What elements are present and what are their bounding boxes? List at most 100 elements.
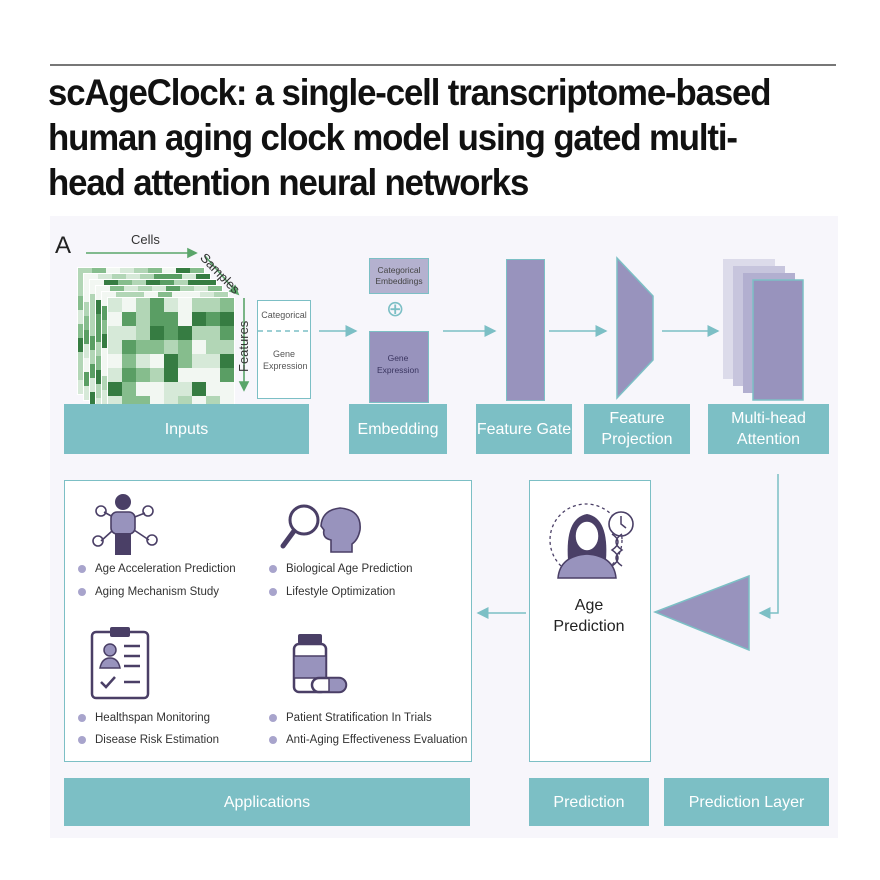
heatmap-cell: [220, 368, 234, 382]
bottom-bar-prediction: Prediction: [529, 778, 649, 826]
age-prediction-label: Age Prediction: [553, 597, 625, 635]
gene-expression-label: Gene Expression: [263, 349, 308, 371]
bottom-bar-applications: Applications: [64, 778, 470, 826]
heatmap-cell: [192, 312, 206, 326]
heatmap-cell: [192, 368, 206, 382]
categorical-embeddings-block: [369, 258, 429, 294]
list-item: Anti-Aging Effectiveness Evaluation: [269, 734, 467, 746]
heatmap-cell: [136, 368, 150, 382]
heatmap-cell: [108, 354, 122, 368]
bottom-bar-prediction-layer: Prediction Layer: [664, 778, 829, 826]
heatmap-cell: [150, 312, 164, 326]
samples-axis-arrow: [204, 255, 240, 296]
heatmap-cell: [220, 298, 234, 312]
heatmap-cell: [108, 340, 122, 354]
feature-gate-block: [506, 259, 545, 401]
heatmap-cell: [220, 354, 234, 368]
heatmap-cell: [108, 312, 122, 326]
heatmap-cell: [150, 382, 164, 396]
stage-bar-feature-projection: Feature Projection: [584, 404, 690, 454]
list-item: Age Acceleration Prediction: [78, 563, 236, 575]
heatmap-cell: [150, 368, 164, 382]
heatmap-cell: [108, 368, 122, 382]
stage-bar-inputs: Inputs: [64, 404, 309, 454]
heatmap-cell: [220, 382, 234, 396]
heatmap-cell: [136, 354, 150, 368]
heatmap-cell: [192, 298, 206, 312]
list-item: Aging Mechanism Study: [78, 586, 219, 598]
heatmap-cell: [150, 354, 164, 368]
heatmap-cell: [178, 326, 192, 340]
paper-title: scAgeClock: a single-cell transcriptome-…: [48, 72, 772, 203]
heatmap-cell: [206, 312, 220, 326]
features-axis-arrow: [238, 298, 250, 392]
list-item: Biological Age Prediction: [269, 563, 413, 575]
heatmap-cell: [192, 382, 206, 396]
heatmap-cell: [178, 340, 192, 354]
heatmap-cell: [108, 326, 122, 340]
heatmap-cell: [206, 298, 220, 312]
stage-bar-feature-gate: Feature Gate: [476, 404, 572, 454]
heatmap-cell: [178, 354, 192, 368]
cells-axis-arrow: [86, 247, 198, 259]
categorical-embeddings-label: Categorical Embeddings: [375, 265, 423, 286]
stage-bar-multi-head-attention: Multi-head Attention: [708, 404, 829, 454]
heatmap-cell: [122, 382, 136, 396]
heatmap-cell: [150, 340, 164, 354]
heatmap-cell: [122, 298, 136, 312]
heatmap-cell: [164, 298, 178, 312]
heatmap-cell: [108, 298, 122, 312]
heatmap-cell: [192, 326, 206, 340]
gene-expression-block: [369, 331, 429, 403]
heatmap-cell: [136, 312, 150, 326]
heatmap-cell: [206, 382, 220, 396]
heatmap-cell: [164, 340, 178, 354]
heatmap-cell: [136, 298, 150, 312]
categorical-label: Categorical: [261, 310, 307, 320]
heatmap-cell: [122, 326, 136, 340]
heatmap-cell: [178, 298, 192, 312]
list-item: Disease Risk Estimation: [78, 734, 219, 746]
heatmap-cell: [206, 354, 220, 368]
stage-bar-embedding: Embedding: [349, 404, 447, 454]
heatmap-cell: [220, 312, 234, 326]
heatmap-cell: [192, 354, 206, 368]
heatmap-cell: [220, 326, 234, 340]
heatmap-cell: [206, 340, 220, 354]
heatmap-cell: [136, 340, 150, 354]
heatmap-cell: [206, 368, 220, 382]
plus-symbol: ⊕: [386, 296, 405, 321]
heatmap-cell: [136, 326, 150, 340]
heatmap-cell: [122, 368, 136, 382]
input-feature-box: [257, 300, 311, 399]
heatmap-cell: [164, 382, 178, 396]
list-item: Healthspan Monitoring: [78, 712, 210, 724]
heatmap-cell: [164, 326, 178, 340]
heatmap-cell: [164, 368, 178, 382]
heatmap-cell: [150, 326, 164, 340]
panel-letter: A: [55, 232, 72, 259]
heatmap-cell: [150, 298, 164, 312]
heatmap-cell: [178, 382, 192, 396]
heatmap-cell: [206, 326, 220, 340]
heatmap-cell: [178, 368, 192, 382]
heatmap-cell: [122, 340, 136, 354]
cells-label: Cells: [131, 232, 160, 247]
list-item: Patient Stratification In Trials: [269, 712, 432, 724]
heatmap-cell: [178, 312, 192, 326]
gene-expression-embedding-label: Gene Expression: [376, 353, 420, 375]
heatmap-cell: [122, 354, 136, 368]
list-item: Lifestyle Optimization: [269, 586, 395, 598]
heatmap-cell: [136, 382, 150, 396]
heatmap-cell: [220, 340, 234, 354]
